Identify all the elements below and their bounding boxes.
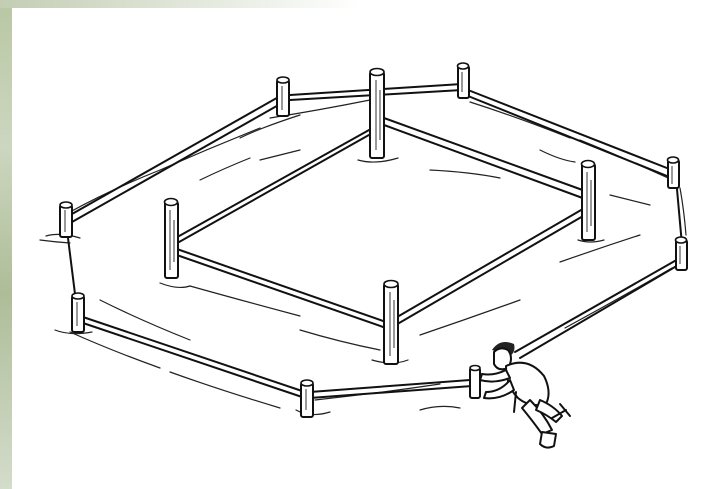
stake-post	[469, 364, 481, 399]
stake-post	[276, 76, 290, 117]
inner-posts	[163, 67, 596, 365]
stake-post	[59, 201, 73, 238]
photo-edge-left	[0, 0, 12, 489]
worker-figure	[479, 342, 571, 449]
stake-post	[456, 62, 470, 99]
ground-marks	[39, 99, 687, 416]
stake-post	[674, 236, 688, 271]
photo-edge-top	[0, 0, 360, 8]
stake-post	[369, 67, 385, 159]
stake-post	[580, 159, 596, 241]
stake-post	[666, 156, 680, 189]
stake-post	[300, 379, 314, 418]
outer-posts	[59, 62, 688, 418]
stake-post	[163, 197, 179, 279]
stake-post	[383, 279, 399, 365]
inner-boundary-strings	[171, 117, 591, 329]
stake-post	[71, 292, 85, 333]
